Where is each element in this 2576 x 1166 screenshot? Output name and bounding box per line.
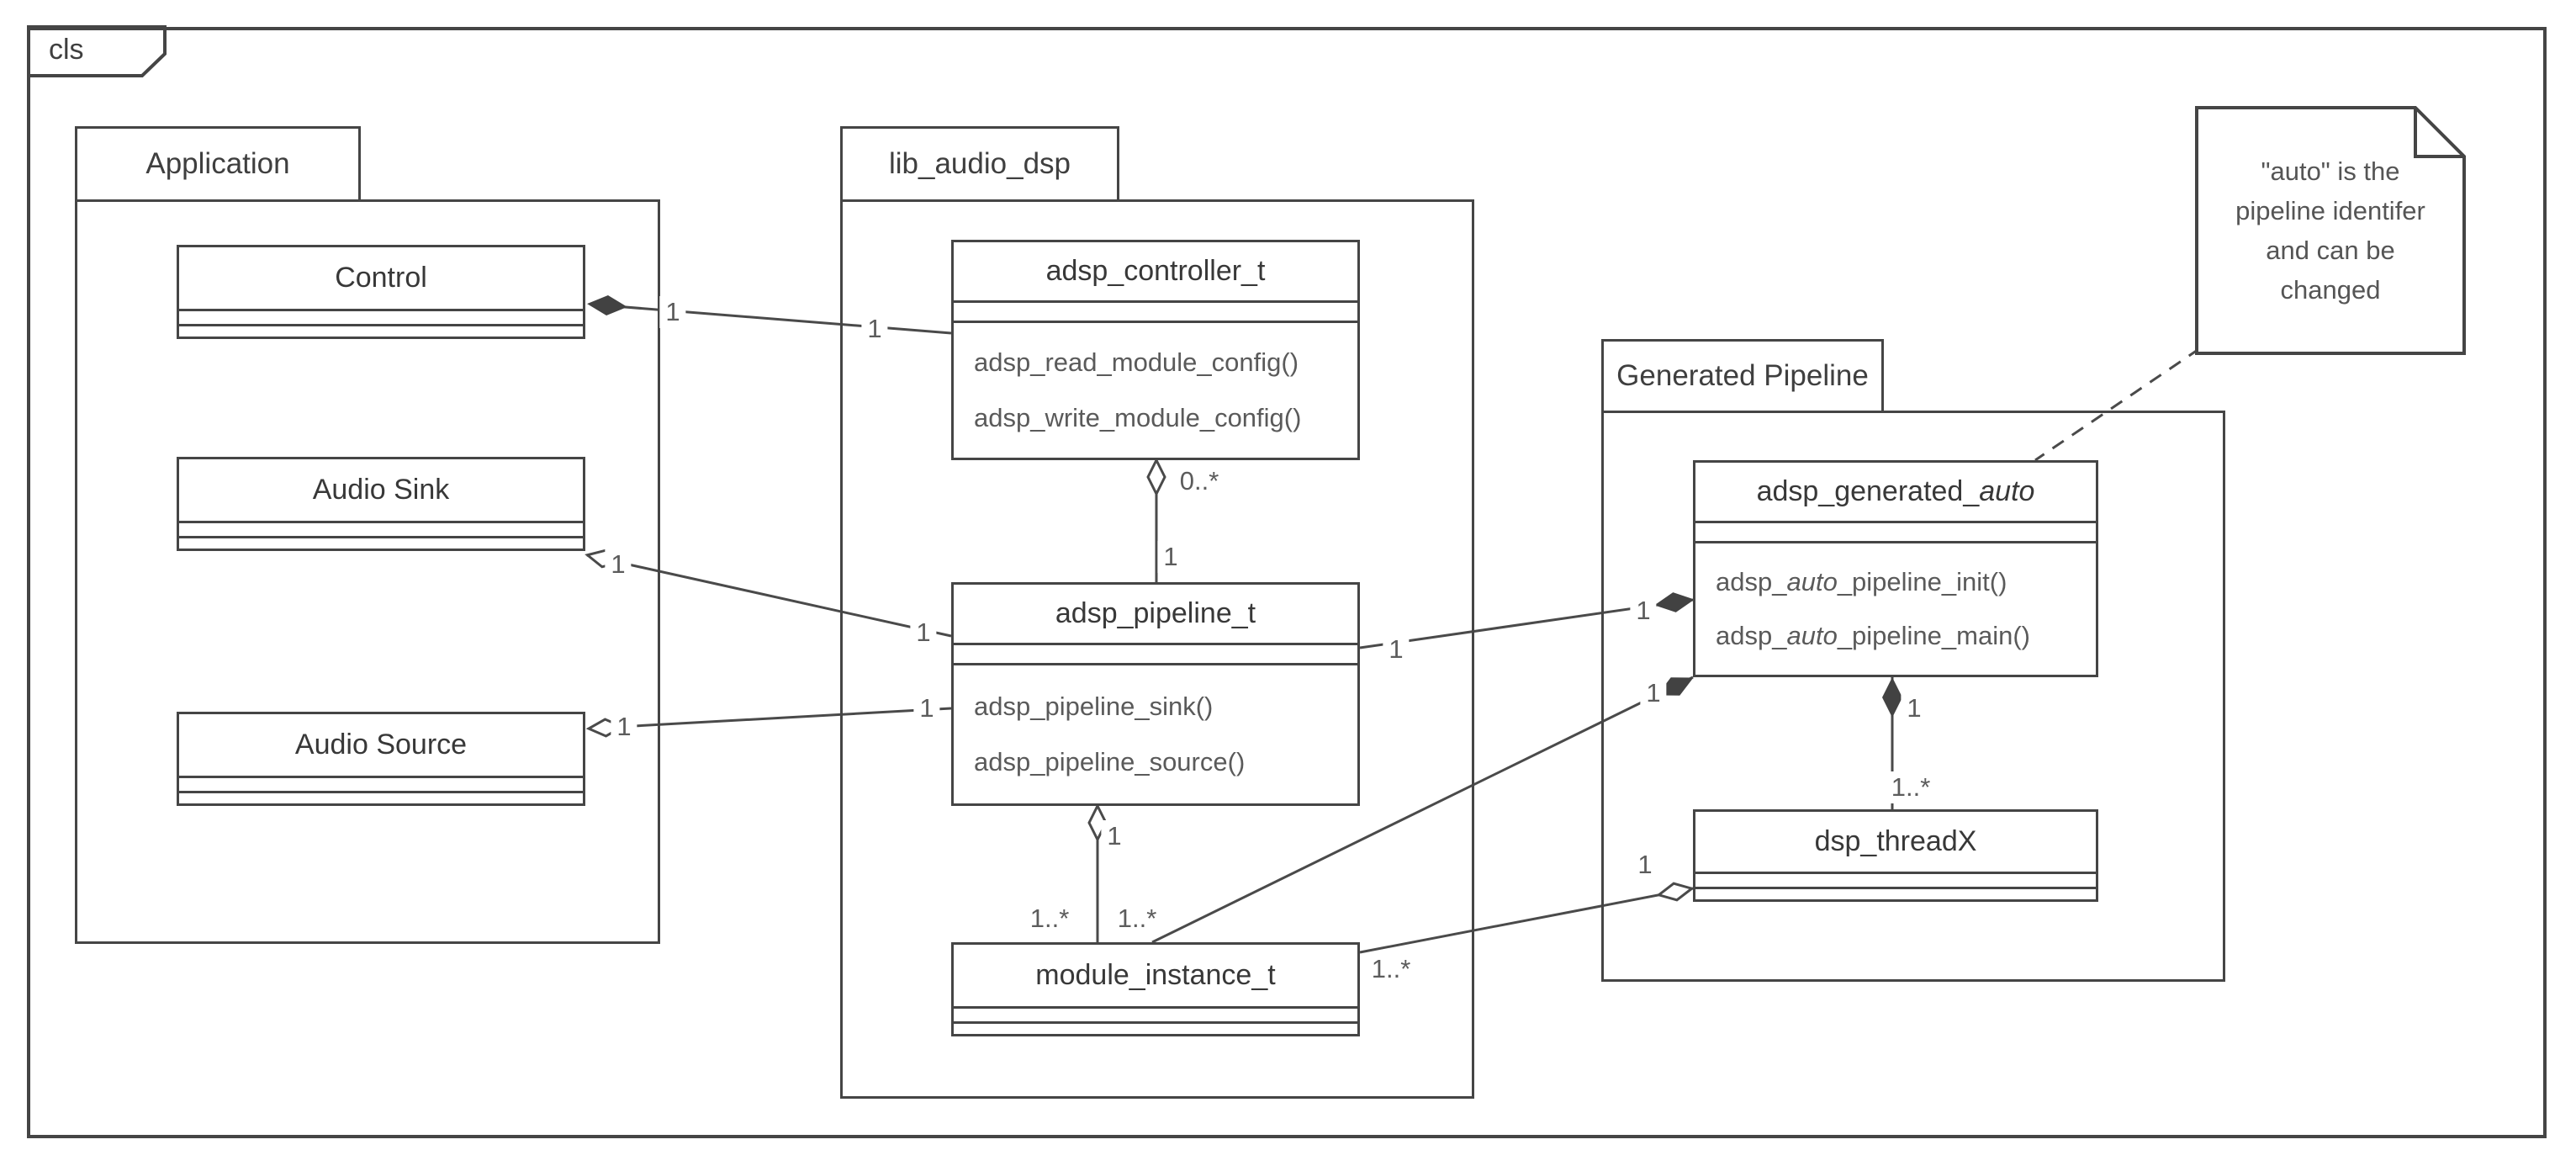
class-title-text: Audio Sink — [312, 474, 450, 506]
method-adsp-write-module-config: adsp_write_module_config() — [974, 402, 1302, 432]
package-generated-pipeline-tab: Generated Pipeline — [1601, 339, 1884, 413]
multiplicity-label: 1 — [910, 617, 937, 649]
class-audio-sink: Audio Sink — [177, 457, 585, 551]
note-line: pipeline identifer — [2235, 196, 2425, 225]
class-adsp-controller-t-attributes — [954, 303, 1357, 323]
package-generated-pipeline-body — [1601, 411, 2225, 982]
class-control: Control — [177, 245, 585, 339]
class-adsp-controller-t-title: adsp_controller_t — [954, 242, 1357, 303]
class-module-instance-t-title: module_instance_t — [954, 945, 1357, 1009]
note-line: and can be — [2266, 236, 2395, 265]
class-adsp-pipeline-t-attributes — [954, 645, 1357, 665]
multiplicity-label: 1 — [1632, 849, 1658, 881]
frame-kind-label: cls — [49, 34, 84, 66]
note-shape — [2195, 106, 2466, 355]
multiplicity-label: 1 — [1157, 541, 1184, 573]
class-audio-source-title: Audio Source — [179, 714, 583, 778]
note-line: "auto" is the — [2261, 156, 2400, 186]
package-application-tab: Application — [75, 126, 361, 202]
class-adsp-generated-auto-operations: adsp_auto_pipeline_init() adsp_auto_pipe… — [1695, 543, 2096, 675]
package-application-title: Application — [145, 147, 290, 180]
class-adsp-generated-auto-title: adsp_generated_auto — [1695, 463, 2096, 523]
assoc-sink-pipeline-line — [586, 554, 952, 638]
class-title-text: adsp_pipeline_t — [1055, 597, 1256, 629]
class-control-title: Control — [179, 247, 583, 311]
method-adsp-read-module-config: adsp_read_module_config() — [974, 347, 1299, 378]
multiplicity-label: 1 — [611, 711, 637, 743]
class-title-text: adsp_controller_t — [1045, 255, 1266, 287]
multiplicity-label: 1 — [861, 313, 888, 345]
diagram-frame — [27, 27, 2547, 1138]
assoc-module-threadx-line — [1359, 887, 1694, 954]
method-adsp-pipeline-sink: adsp_pipeline_sink() — [974, 691, 1214, 721]
class-dsp-threadx: dsp_threadX — [1693, 809, 2098, 902]
class-audio-source-operations — [179, 793, 583, 803]
note: "auto" is the pipeline identifer and can… — [2197, 151, 2464, 310]
class-adsp-controller-t-operations: adsp_read_module_config() adsp_write_mod… — [954, 323, 1357, 458]
multiplicity-label: 1 — [1630, 595, 1657, 627]
package-lib-audio-dsp-body — [840, 199, 1474, 1099]
multiplicity-label: 1 — [1383, 633, 1410, 665]
class-control-operations — [179, 326, 583, 337]
filled-diamond-generated-left-icon — [1654, 592, 1695, 612]
multiplicity-label: 1..* — [1365, 953, 1417, 985]
class-adsp-controller-t: adsp_controller_t adsp_read_module_confi… — [951, 240, 1360, 460]
multiplicity-label: 1 — [659, 296, 686, 328]
note-anchor-dashed-line — [2034, 347, 2201, 462]
class-audio-sink-operations — [179, 538, 583, 549]
note-outline — [2195, 106, 2466, 355]
class-audio-sink-title: Audio Sink — [179, 459, 583, 523]
multiplicity-label: 1..* — [1111, 903, 1163, 935]
assoc-source-pipeline-line — [588, 707, 952, 730]
class-dsp-threadx-attributes — [1695, 874, 2096, 889]
filled-diamond-control-icon — [587, 295, 627, 315]
note-line: changed — [2280, 275, 2381, 305]
class-title-text: Audio Source — [294, 729, 468, 761]
package-generated-pipeline-title: Generated Pipeline — [1616, 359, 1869, 392]
class-adsp-pipeline-t-title: adsp_pipeline_t — [954, 585, 1357, 645]
multiplicity-label: 1 — [605, 549, 632, 580]
multiplicity-label: 1..* — [1024, 903, 1076, 935]
class-audio-source: Audio Source — [177, 712, 585, 806]
class-module-instance-t-attributes — [954, 1009, 1357, 1024]
package-lib-audio-dsp-title: lib_audio_dsp — [888, 147, 1071, 180]
hollow-diamond-threadx-left-icon — [1656, 882, 1695, 902]
hollow-diamond-controller-bottom-icon — [1146, 457, 1166, 497]
multiplicity-label: 1 — [1901, 692, 1928, 724]
method-adsp-pipeline-source: adsp_pipeline_source() — [974, 747, 1246, 777]
class-audio-source-attributes — [179, 778, 583, 793]
multiplicity-label: 0..* — [1173, 465, 1225, 497]
package-lib-audio-dsp-tab: lib_audio_dsp — [840, 126, 1119, 202]
class-adsp-generated-auto: adsp_generated_auto adsp_auto_pipeline_i… — [1693, 460, 2098, 677]
class-control-attributes — [179, 311, 583, 326]
class-adsp-pipeline-t: adsp_pipeline_t adsp_pipeline_sink() ads… — [951, 582, 1360, 806]
class-dsp-threadx-title: dsp_threadX — [1695, 812, 2096, 874]
multiplicity-label: 1 — [1640, 677, 1667, 709]
assoc-control-controller-line — [593, 303, 952, 335]
filled-diamond-generated-bottom-icon — [1882, 677, 1902, 718]
class-title-text: dsp_threadX — [1814, 825, 1977, 857]
class-module-instance-t-operations — [954, 1024, 1357, 1034]
class-dsp-threadx-operations — [1695, 889, 2096, 899]
class-adsp-generated-auto-attributes — [1695, 523, 2096, 543]
multiplicity-label: 1..* — [1885, 771, 1937, 803]
multiplicity-label: 1 — [913, 692, 940, 724]
multiplicity-label: 1 — [1101, 820, 1128, 852]
class-module-instance-t: module_instance_t — [951, 942, 1360, 1036]
class-title-text: module_instance_t — [1035, 959, 1276, 991]
method-adsp-auto-pipeline-main: adsp_auto_pipeline_main() — [1716, 621, 2030, 650]
class-adsp-pipeline-t-operations: adsp_pipeline_sink() adsp_pipeline_sourc… — [954, 665, 1357, 803]
class-title-text: Control — [335, 262, 427, 294]
method-adsp-auto-pipeline-init: adsp_auto_pipeline_init() — [1716, 567, 2007, 596]
note-fold-icon — [2414, 108, 2464, 158]
package-application-body — [75, 199, 660, 944]
class-audio-sink-attributes — [179, 523, 583, 538]
